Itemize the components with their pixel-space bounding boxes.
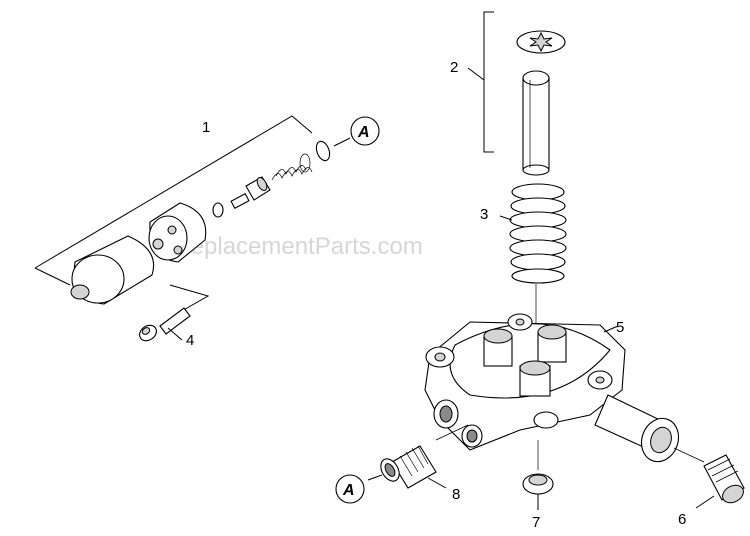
callout-5-leader — [603, 325, 619, 333]
callout-2-leader — [467, 67, 485, 81]
callout-8: 8 — [452, 486, 460, 503]
ref-a-bottom-leader — [367, 474, 383, 481]
valve-poppet — [230, 176, 271, 210]
valve-cap — [70, 235, 155, 305]
valve-assembly-group: A 1 — [34, 115, 380, 313]
plunger-rod — [522, 77, 550, 171]
o-ring-large — [315, 140, 331, 162]
ref-a-top-leader — [333, 137, 351, 147]
callout-2: 2 — [450, 59, 458, 76]
callout-6-leader — [695, 495, 715, 509]
callout-6: 6 — [678, 511, 686, 528]
valve-spring — [271, 153, 313, 181]
callout-4: 4 — [186, 332, 194, 349]
seal: 7 — [522, 440, 554, 531]
callout-1: 1 — [202, 119, 210, 136]
retainer-star — [529, 31, 553, 53]
plunger-group: 2 — [450, 11, 566, 176]
callout-2-bracket — [483, 11, 494, 153]
ref-a-top-circle — [350, 116, 380, 146]
callout-3-leader — [499, 215, 513, 221]
callout-7: 7 — [532, 514, 540, 531]
ref-a-bottom-circle — [335, 474, 365, 504]
callout-1-bracket — [34, 115, 313, 269]
valve-body — [148, 202, 207, 263]
callout-1-bracket-bottom — [169, 284, 210, 313]
pump-housing: 5 — [424, 313, 680, 463]
plunger-spring: 3 — [480, 183, 567, 284]
outlet-fitting: 6 — [673, 447, 745, 528]
callout-8-leader — [427, 477, 447, 489]
callout-5: 5 — [616, 319, 624, 336]
ref-a-top-letter: A — [357, 124, 370, 141]
valve-insert: A 8 — [335, 424, 469, 504]
ref-a-bottom-letter: A — [342, 482, 355, 499]
callout-3: 3 — [480, 206, 488, 223]
callout-1-bracket-left — [34, 267, 71, 286]
screw — [139, 307, 191, 342]
small-o-ring — [212, 202, 224, 218]
